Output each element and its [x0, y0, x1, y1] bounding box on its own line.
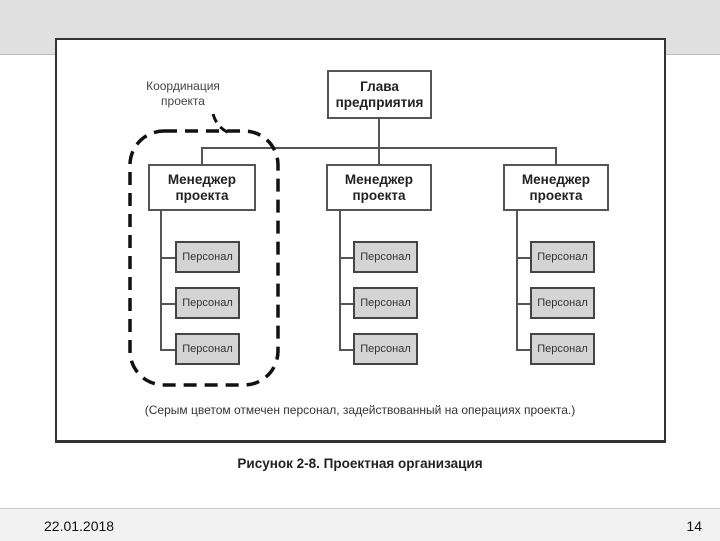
staff-box: Персонал — [175, 333, 240, 365]
staff-branch — [516, 303, 530, 305]
staff-branch — [339, 349, 353, 351]
staff-branch — [160, 303, 175, 305]
slide-footer-band — [0, 508, 720, 541]
staff-box: Персонал — [353, 333, 418, 365]
staff-branch — [339, 257, 353, 259]
connector-to-manager-2 — [378, 147, 380, 164]
project-manager-box-3: Менеджер проекта — [503, 164, 609, 211]
staff-trunk-3 — [516, 211, 518, 351]
footer-date: 22.01.2018 — [44, 518, 115, 534]
connector-to-manager-3 — [555, 147, 557, 164]
staff-branch — [160, 257, 175, 259]
figure-note: (Серым цветом отмечен персонал, задейств… — [144, 403, 576, 417]
head-of-enterprise-box: Глава предприятия — [327, 70, 432, 119]
staff-box: Персонал — [175, 287, 240, 319]
connector-head-down — [378, 118, 380, 148]
staff-box: Персонал — [353, 287, 418, 319]
project-manager-box-2: Менеджер проекта — [326, 164, 432, 211]
staff-box: Персонал — [530, 287, 595, 319]
staff-box: Персонал — [530, 333, 595, 365]
staff-branch — [516, 257, 530, 259]
staff-box: Персонал — [353, 241, 418, 273]
staff-box: Персонал — [530, 241, 595, 273]
staff-box: Персонал — [175, 241, 240, 273]
staff-trunk-2 — [339, 211, 341, 351]
project-manager-box-1: Менеджер проекта — [148, 164, 256, 211]
figure-caption: Рисунок 2-8. Проектная организация — [237, 456, 483, 471]
page-number: 14 — [686, 518, 702, 534]
coordination-label: Координация проекта — [146, 79, 220, 108]
connector-to-manager-1 — [201, 147, 203, 164]
coordination-pointer — [211, 113, 230, 135]
staff-branch — [516, 349, 530, 351]
staff-branch — [339, 303, 353, 305]
coordination-dashed-boundary — [128, 129, 280, 387]
staff-branch — [160, 349, 175, 351]
staff-trunk-1 — [160, 211, 162, 351]
